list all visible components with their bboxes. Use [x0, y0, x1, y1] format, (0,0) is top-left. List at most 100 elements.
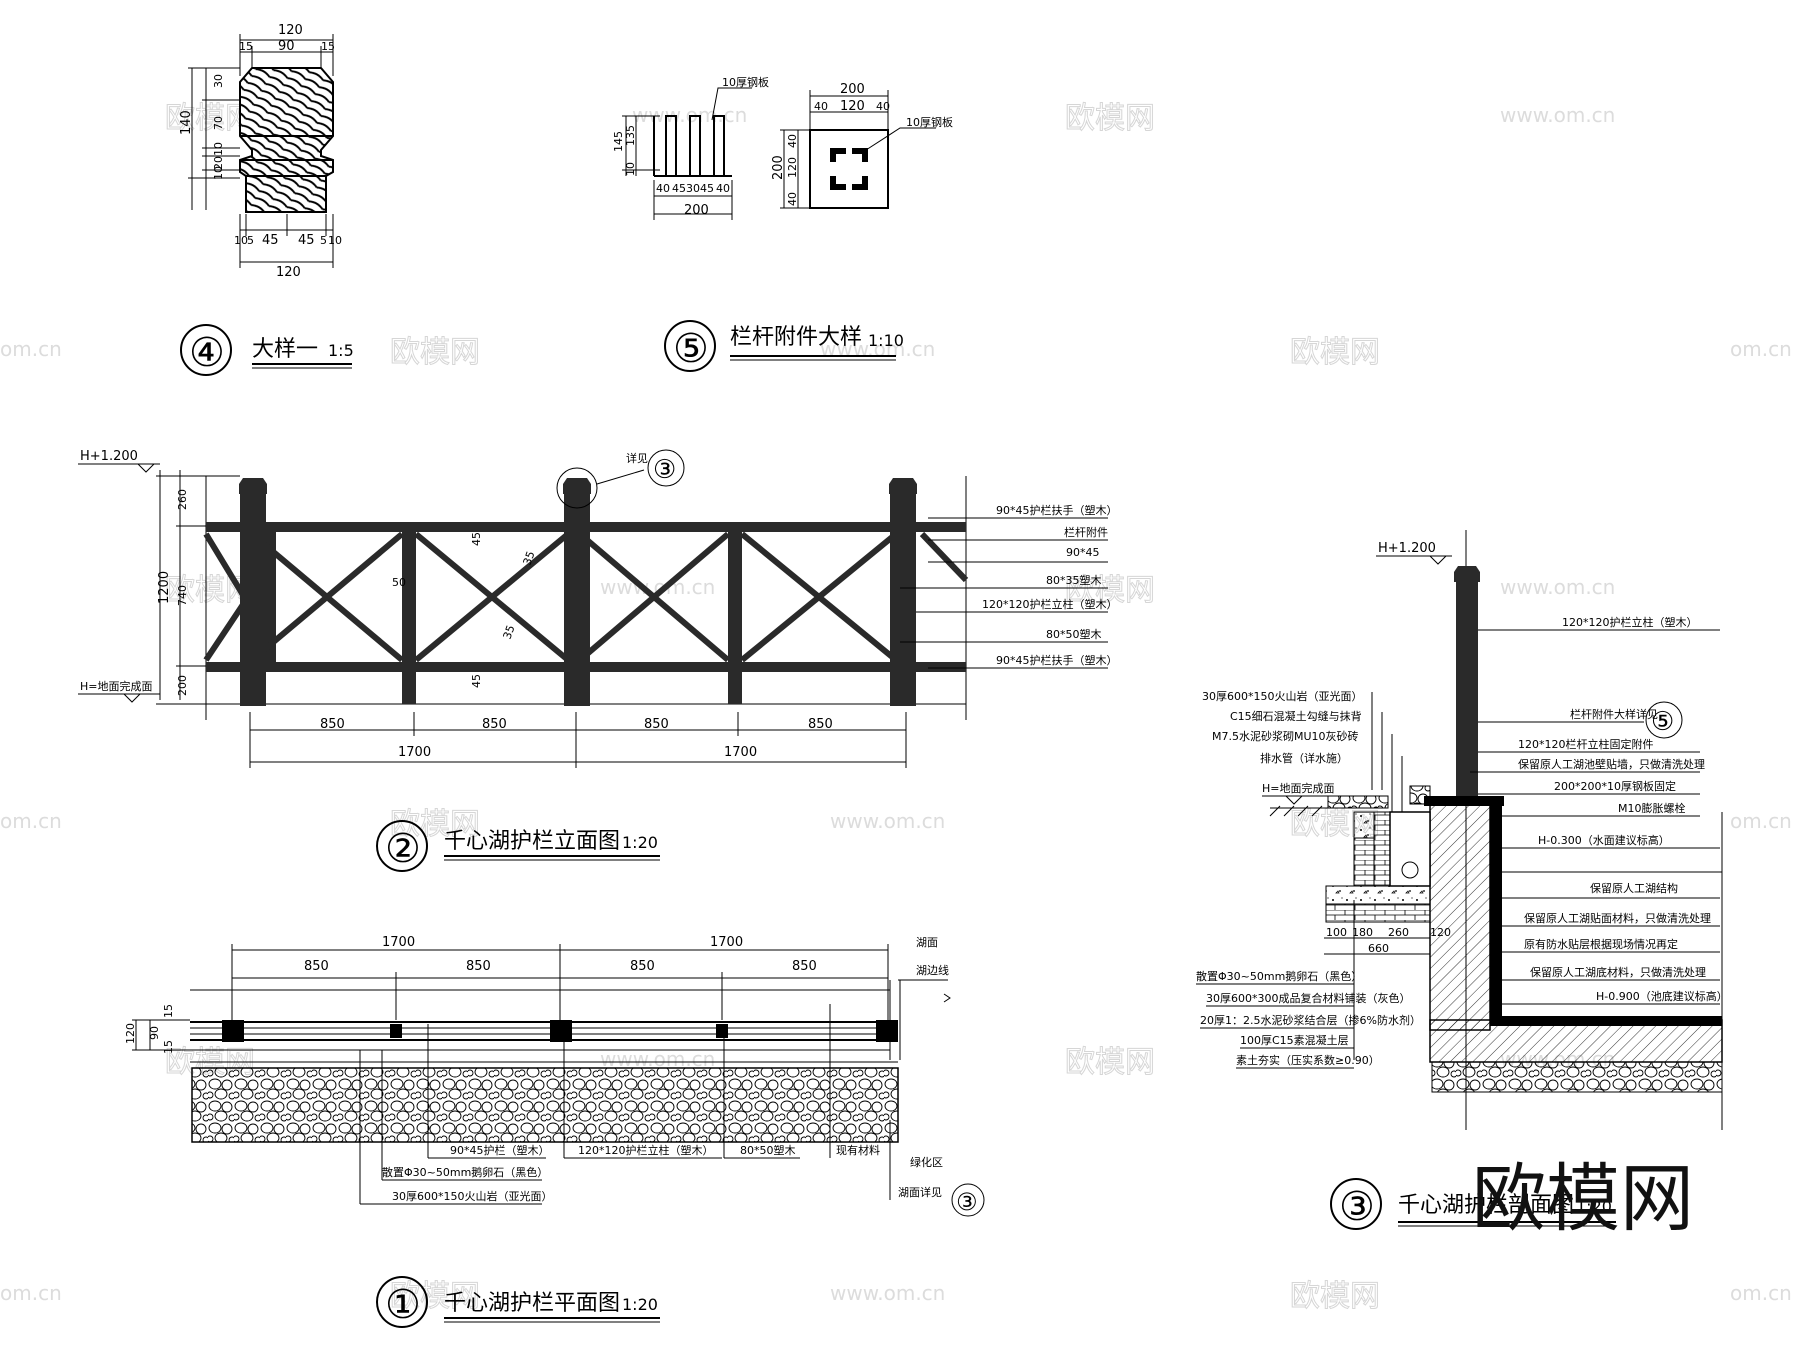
watermark-cn: 欧模网 [390, 807, 480, 842]
brand-watermark: 欧模网 [1472, 1156, 1694, 1242]
detail-title: 栏杆附件大样 [730, 325, 862, 350]
dim-text: 850 [466, 959, 491, 974]
dim-text: 200 [176, 675, 189, 696]
material-label: M7.5水泥砂浆砌MU10灰砂砖 [1212, 729, 1359, 743]
watermark-layer: 欧模网 www.om.cn 欧模网 www.om.cn om.cn 欧模网 ww… [0, 101, 1792, 1315]
section-ref-label: 湖面详见 [898, 1185, 942, 1199]
dim-text: 40 [656, 182, 670, 195]
angle-label: 45 [470, 532, 483, 546]
detail-scale: 1:10 [868, 331, 904, 350]
material-label: 20厚1：2.5水泥砂浆结合层（掺6%防水剂） [1200, 1013, 1421, 1027]
dim-text: 15 [162, 1040, 175, 1054]
material-label: 排水管（详水施） [1260, 751, 1348, 765]
dim-text: 90 [148, 1026, 161, 1040]
drawing-title: 千心湖护栏平面图 [444, 1291, 620, 1316]
dim-text: 45 [298, 233, 315, 248]
dim-text: 180 [1352, 926, 1373, 939]
dim-text: 260 [176, 489, 189, 510]
detail-5-railing-attachment: 145 135 10 10厚钢板 40 45 30 45 40 200 200 … [612, 75, 953, 372]
material-label: 90*45 [1066, 546, 1100, 559]
dim-text: 30 [686, 182, 700, 195]
section-ref: ③ [956, 1188, 978, 1216]
watermark-cn: 欧模网 [1065, 573, 1155, 608]
material-label: 90*45护栏（塑木） [450, 1143, 550, 1157]
material-label: 80*50塑木 [1046, 627, 1102, 641]
dim-text: 135 [624, 125, 637, 146]
dim-text: 20 [212, 156, 225, 170]
lake-label: 湖面 [916, 936, 938, 949]
detail-number: ③ [1339, 1184, 1375, 1230]
dim-text: 10 [328, 234, 342, 247]
drawing-title: 千心湖护栏立面图 [444, 829, 620, 854]
angle-label: 35 [501, 623, 518, 641]
dim-text: 10 [624, 162, 637, 176]
detail-4-post-cap: 120 15 90 15 30 70 10 20 10 140 10 5 45 [179, 23, 354, 376]
detail-number: ① [385, 1282, 421, 1328]
watermark-url: www.om.cn [600, 1047, 715, 1071]
level-top: H+1.200 [1378, 541, 1436, 556]
ground-level: H=地面完成面 [1262, 781, 1335, 795]
drawing-title: 千心湖护栏剖面图 [1398, 1193, 1574, 1218]
material-label: 散置Φ30~50mm鹅卵石（黑色） [1196, 969, 1362, 983]
material-label: 素土夯实（压实系数≥0.90） [1236, 1053, 1380, 1067]
railing-plan-drawing: 1700 1700 850 850 850 850 120 15 90 15 湖… [124, 935, 985, 1328]
material-label: 120*120栏杆立柱固定附件 [1518, 737, 1654, 751]
watermark-url: om.cn [1730, 1281, 1792, 1305]
dim-text: 30 [212, 74, 225, 88]
dim-text: 15 [162, 1004, 175, 1018]
watermark-cn: 欧模网 [1290, 1279, 1380, 1314]
watermark-url: www.om.cn [830, 809, 945, 833]
detail-scale: 1:5 [328, 341, 354, 360]
dim-text: 10 [234, 234, 248, 247]
watermark-url: www.om.cn [1500, 103, 1615, 127]
dim-text: 850 [792, 959, 817, 974]
material-label: 保留原人工湖池壁贴墙，只做清洗处理 [1518, 757, 1705, 771]
see-detail-label: 详见 [626, 451, 648, 465]
dim-text: 45 [672, 182, 686, 195]
level-top: H+1.200 [80, 449, 138, 464]
dim-text: 1700 [710, 935, 743, 950]
dim-text: 5 [320, 234, 327, 247]
material-label: 保留原人工湖底材料，只做清洗处理 [1530, 965, 1706, 979]
dim-text: 850 [482, 717, 507, 732]
dim-text: 200 [684, 203, 709, 218]
dim-text: 120 [278, 23, 303, 38]
dim-text: 40 [814, 100, 828, 113]
dim-text: 850 [808, 717, 833, 732]
material-label: 保留原人工湖结构 [1590, 881, 1678, 895]
railing-elevation-drawing: H+1.200 H=地面完成面 260 740 200 1200 [78, 449, 1118, 872]
material-label: 散置Φ30~50mm鹅卵石（黑色） [382, 1165, 548, 1179]
material-label: 120*120护栏立柱（塑木） [982, 597, 1118, 611]
detail-number: ② [385, 826, 421, 872]
material-label: 80*50塑木 [740, 1143, 796, 1157]
watermark-cn: 欧模网 [390, 1279, 480, 1314]
water-level: H-0.300（水面建议标高） [1538, 833, 1670, 847]
angle-label: 50 [392, 576, 406, 589]
watermark-url: om.cn [0, 337, 62, 361]
dim-text: 120 [1430, 926, 1451, 939]
dim-text: 40 [786, 134, 799, 148]
material-label: 80*35塑木 [1046, 573, 1102, 587]
material-label: 120*120护栏立柱（塑木） [578, 1143, 714, 1157]
detail-ref: ③ [653, 455, 676, 485]
dim-text: 660 [1368, 942, 1389, 955]
dim-text: 850 [630, 959, 655, 974]
dim-text: 1200 [157, 571, 172, 604]
dim-text: 850 [644, 717, 669, 732]
level-bottom: H=地面完成面 [80, 679, 153, 693]
material-label: 原有防水贴层根据现场情况再定 [1524, 937, 1678, 951]
dim-text: 90 [278, 39, 295, 54]
dim-text: 10 [212, 166, 225, 180]
dim-text: 260 [1388, 926, 1409, 939]
dim-text: 200 [840, 82, 865, 97]
dim-text: 5 [247, 234, 254, 247]
watermark-url: om.cn [0, 1281, 62, 1305]
dim-text: 45 [262, 233, 279, 248]
watermark-url: om.cn [0, 809, 62, 833]
material-label: 30厚600*150火山岩（亚光面） [1202, 689, 1363, 703]
dim-text: 120 [124, 1023, 137, 1044]
edge-label: 湖边线 [916, 963, 949, 977]
watermark-cn: 欧模网 [1065, 101, 1155, 136]
material-label: 90*45护栏扶手（塑木） [996, 503, 1118, 517]
angle-label: 45 [470, 674, 483, 688]
